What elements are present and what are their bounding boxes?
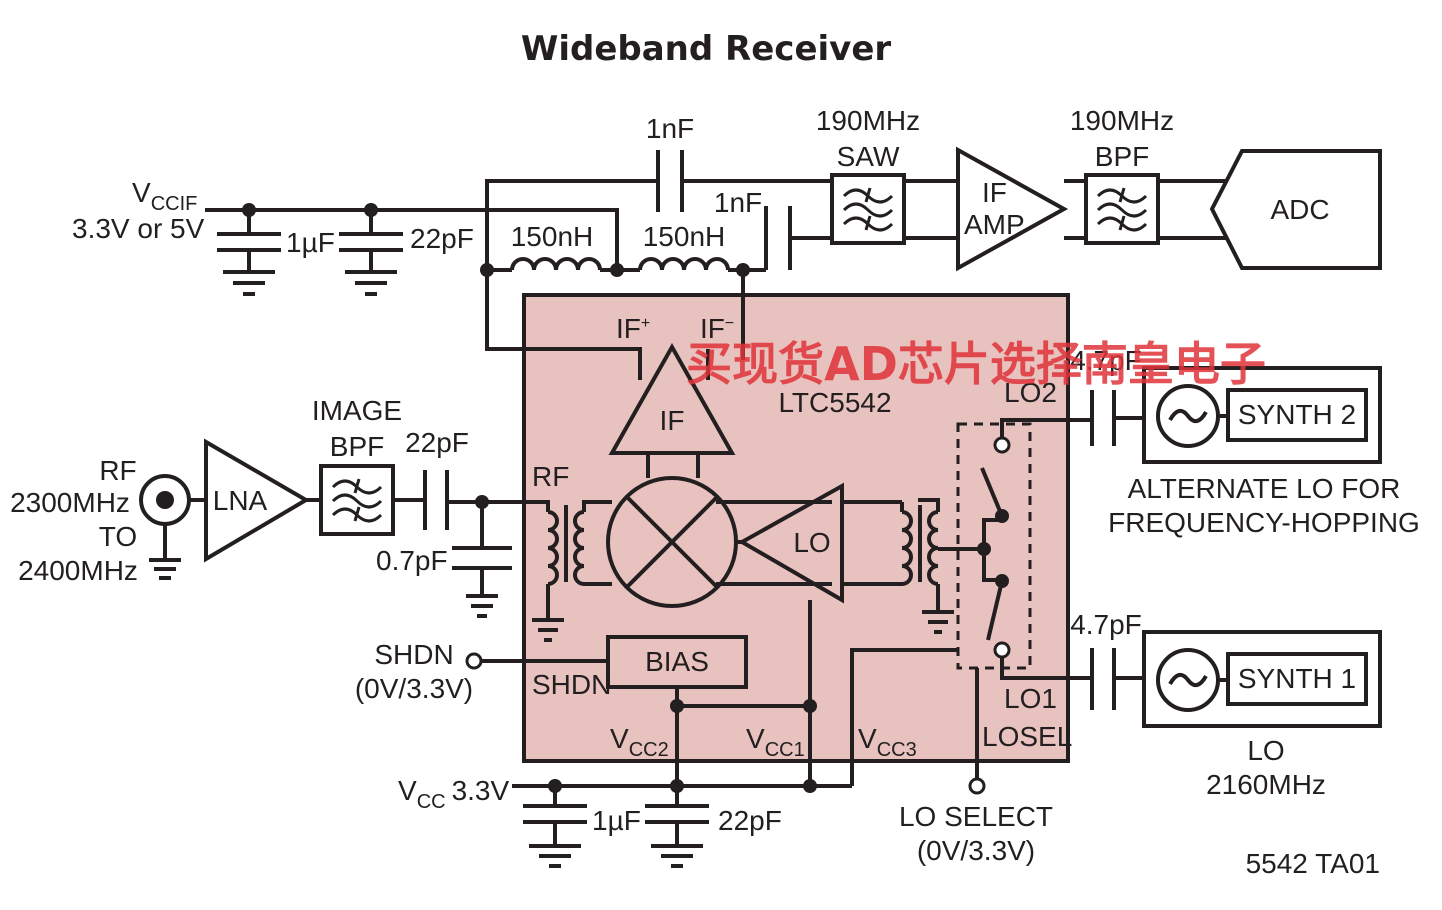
synth1-section: 4.7pF SYNTH 1 LO 2160MHz: [1070, 609, 1382, 800]
rf-label-4: 2400MHz: [18, 555, 138, 586]
if-bpf: [1084, 173, 1160, 245]
if-cap-mid: 1nF: [714, 187, 762, 218]
synth1-note1: LO: [1247, 735, 1284, 766]
saw-freq: 190MHz: [816, 105, 920, 136]
bias-label: BIAS: [645, 646, 709, 677]
pin-losel: LOSEL: [982, 721, 1072, 752]
chip-internals: IF+ IF− IF RF LO: [465, 313, 1092, 795]
lo-select-line2: (0V/3.3V): [917, 835, 1035, 866]
image-bpf-line2: BPF: [330, 431, 384, 462]
synth2-label: SYNTH 2: [1238, 399, 1356, 430]
lna: [204, 438, 310, 563]
vccif-value: 3.3V or 5V: [72, 213, 205, 244]
pin-vcc2: VCC2: [610, 723, 669, 761]
diagram-title: Wideband Receiver: [521, 29, 892, 69]
pin-if-plus: IF+: [616, 313, 650, 344]
pin-if-minus: IF−: [700, 313, 734, 344]
if-amp: [956, 146, 1069, 272]
watermark: 买现货AD芯片选择南皇电子: [686, 337, 1266, 391]
synth1-cap: 4.7pF: [1070, 609, 1142, 640]
rf-shunt-cap: 0.7pF: [376, 545, 448, 576]
saw-label: SAW: [837, 141, 900, 172]
pin-shdn: SHDN: [532, 669, 611, 700]
internal-if-amp: [608, 342, 736, 455]
adc-label: ADC: [1270, 194, 1329, 225]
if-cap-top: 1nF: [646, 113, 694, 144]
lo-select-line1: LO SELECT: [899, 801, 1053, 832]
synth1-label-box: [1226, 652, 1368, 706]
synth1-label: SYNTH 1: [1238, 663, 1356, 694]
pin-vcc1: VCC1: [746, 723, 805, 761]
pin-lo2: LO2: [1004, 377, 1057, 408]
lo-switch-box: [956, 422, 1032, 670]
synth2-note1: ALTERNATE LO FOR: [1128, 473, 1401, 504]
synth2-section: 4.7pF SYNTH 2 ALTERNATE LO FOR FREQUENCY…: [1070, 345, 1420, 538]
vccif-label: VCCIF: [132, 177, 197, 215]
synth1-note2: 2160MHz: [1206, 769, 1326, 800]
if-amp-line2: AMP: [964, 209, 1025, 240]
rf-label-1: RF: [99, 455, 136, 486]
synth2-note2: FREQUENCY-HOPPING: [1108, 507, 1420, 538]
if-inductor-2: 150nH: [643, 221, 726, 252]
pin-lo1: LO1: [1004, 683, 1057, 714]
vcc-cap1: 1µF: [592, 805, 641, 836]
if-inductor-1: 150nH: [511, 221, 594, 252]
vcc-cap2: 22pF: [718, 805, 782, 836]
pin-rf: RF: [532, 461, 569, 492]
bpf-label: BPF: [1095, 141, 1149, 172]
shdn-ext-line1: SHDN: [374, 639, 453, 670]
image-bpf-line1: IMAGE: [312, 395, 402, 426]
adc-block: [1209, 149, 1382, 270]
chip-name: LTC5542: [778, 387, 891, 418]
rf-label-2: 2300MHz: [10, 487, 130, 518]
if-amp-line1: IF: [982, 177, 1007, 208]
if-output-network: 1nF 150nH 150nH 1nF 190MHz SAW IF AMP: [480, 105, 1382, 360]
internal-lo-label: LO: [793, 527, 830, 558]
rf-input-chain: RF 2300MHz TO 2400MHz LNA IMAGE BPF 22pF…: [10, 395, 512, 618]
lna-label: LNA: [213, 485, 268, 516]
internal-if-label: IF: [660, 405, 685, 436]
vccif-cap1: 1µF: [286, 227, 335, 258]
pin-vcc3: VCC3: [858, 723, 917, 761]
shdn-ext-line2: (0V/3.3V): [355, 673, 473, 704]
synth2-cap: 4.7pF: [1070, 345, 1142, 376]
synth2-label-box: [1226, 388, 1368, 442]
rf-label-3: TO: [99, 521, 137, 552]
internal-lo-amp: [737, 482, 844, 604]
bpf-freq: 190MHz: [1070, 105, 1174, 136]
vccif-supply: VCCIF 3.3V or 5V 1µF 22pF: [72, 177, 619, 296]
vccif-cap2: 22pF: [410, 223, 474, 254]
figure-id: 5542 TA01: [1246, 848, 1380, 879]
rf-series-cap: 22pF: [405, 427, 469, 458]
